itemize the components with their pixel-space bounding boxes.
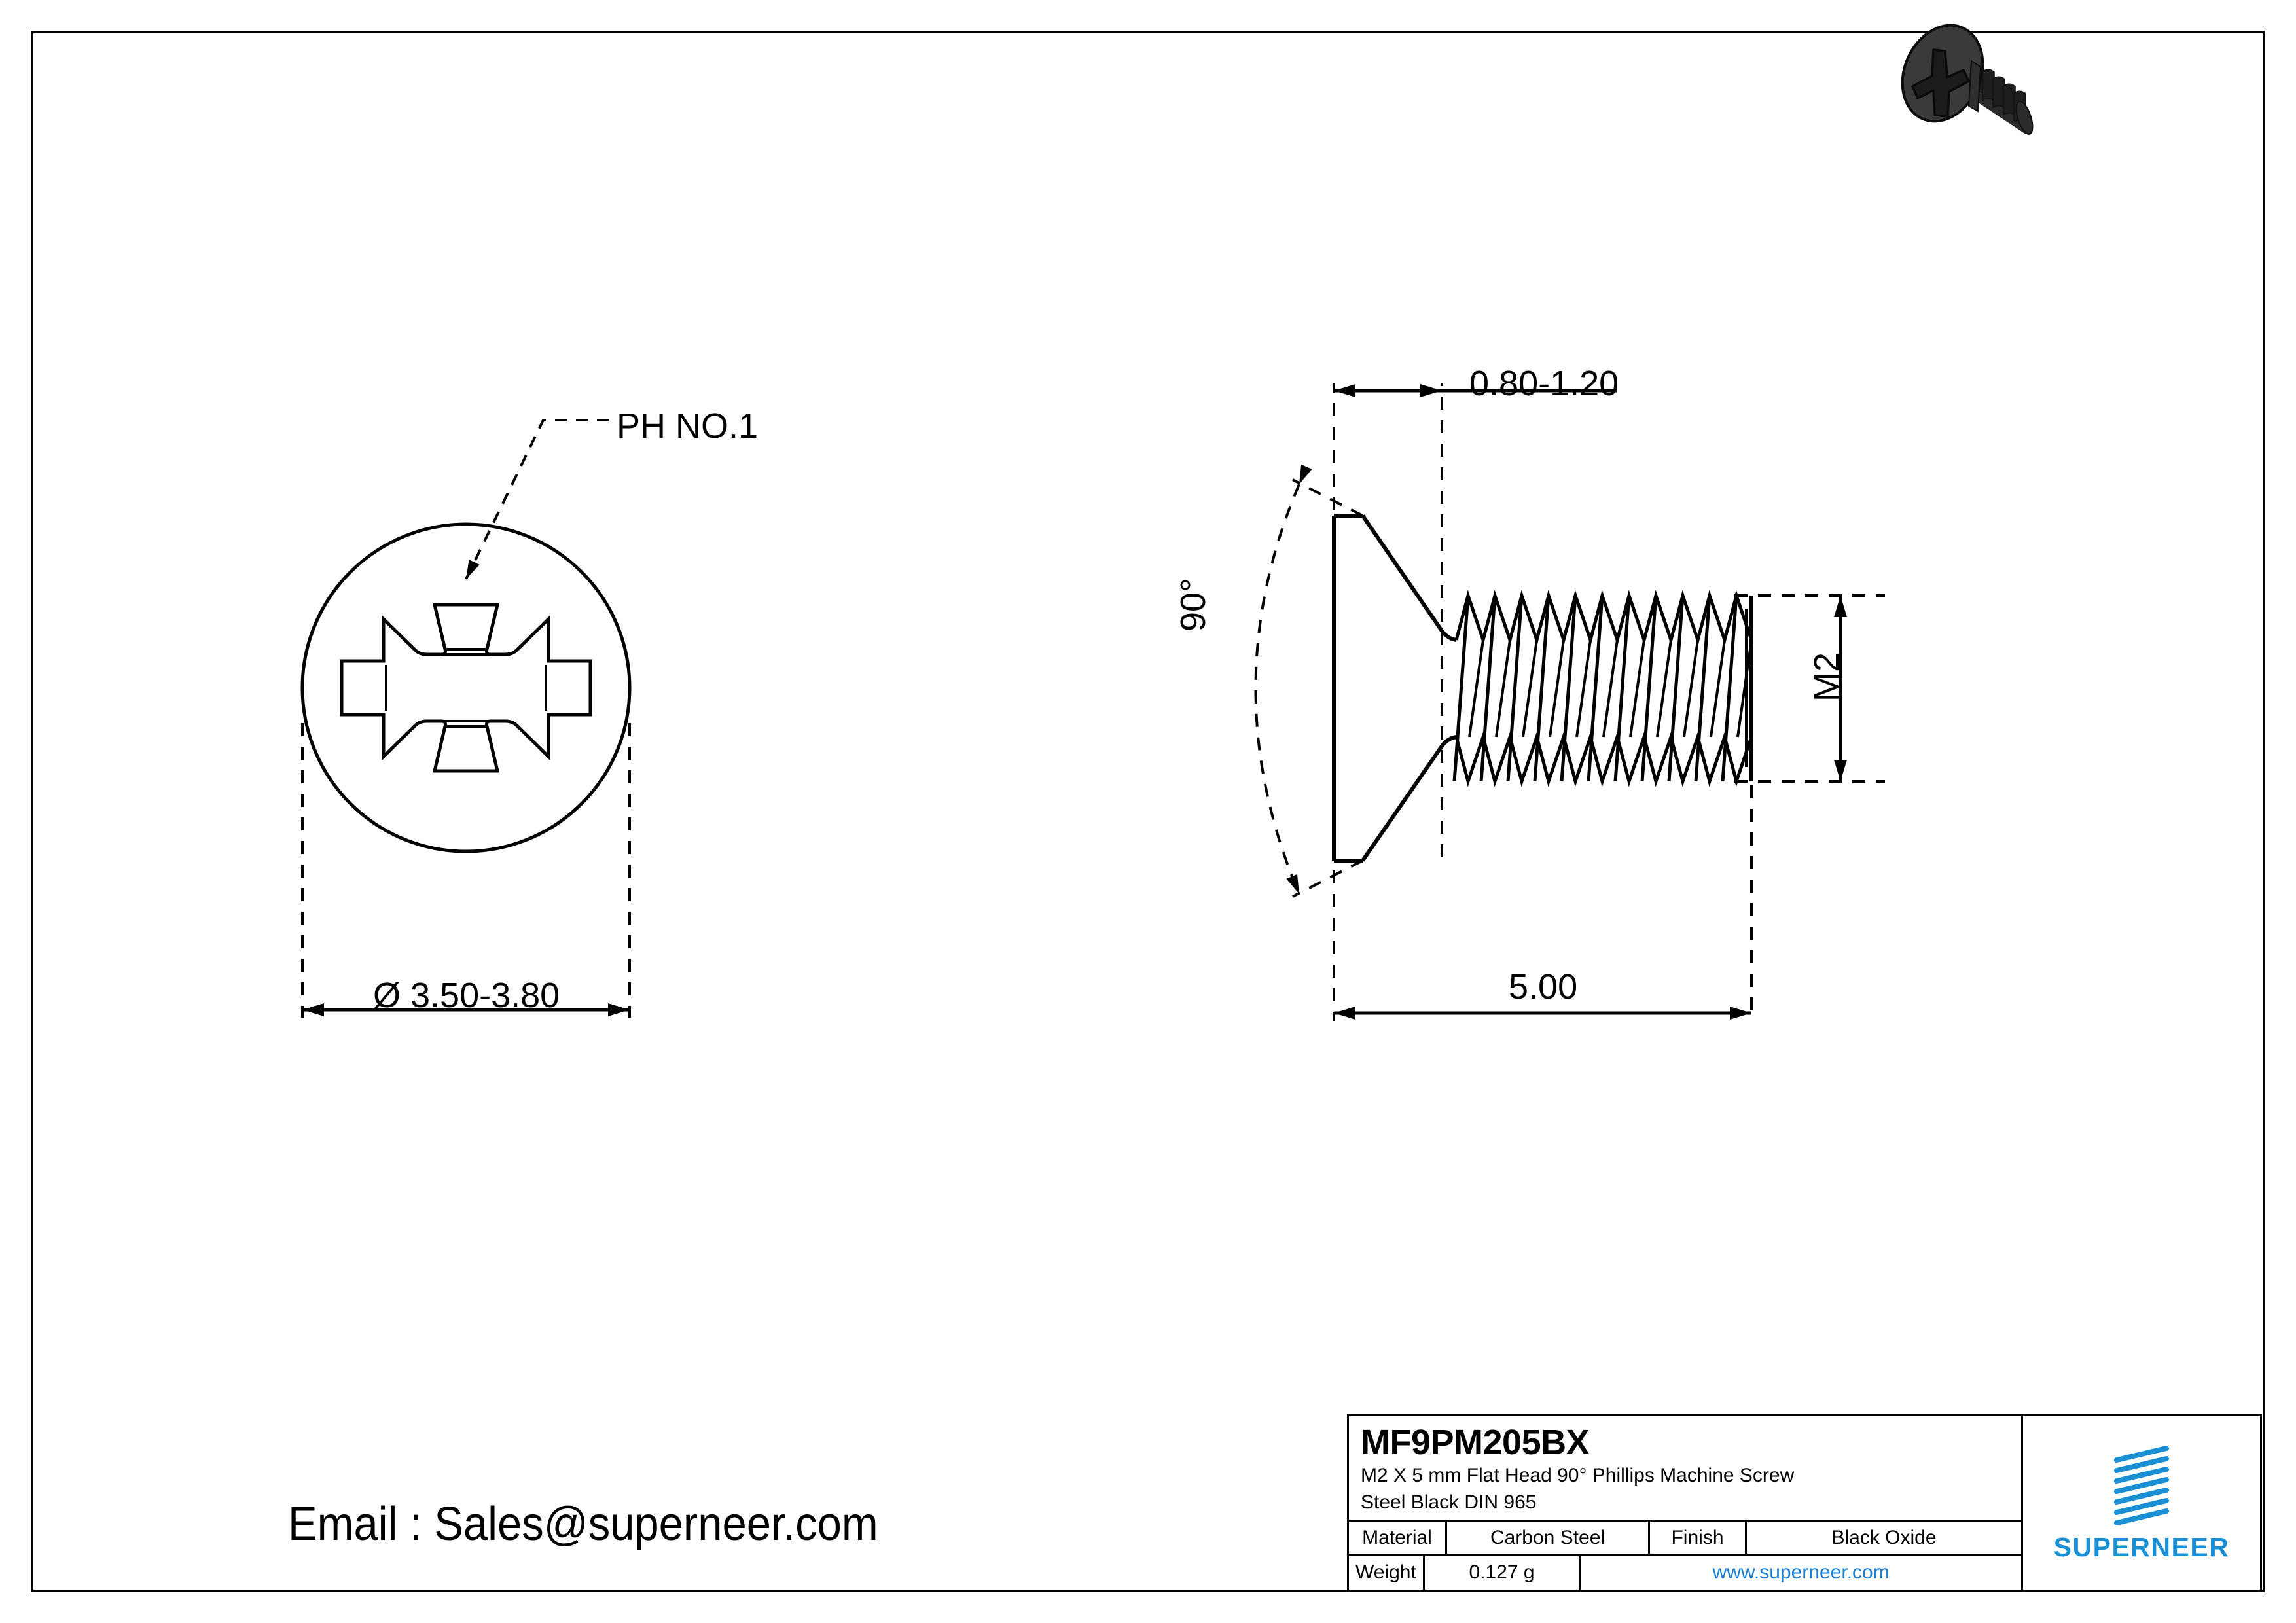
title-block: MF9PM205BX M2 X 5 mm Flat Head 90° Phill… — [1347, 1414, 2262, 1592]
overall-length-dimension — [1333, 785, 1753, 1021]
head-outline-circle — [300, 522, 632, 853]
thread-size-label: M2 — [1807, 652, 1846, 702]
top-view-group — [300, 522, 632, 853]
material-value: Carbon Steel — [1447, 1522, 1650, 1554]
thread-root-lines — [1468, 639, 1753, 738]
ph-callout-leader — [465, 419, 609, 580]
weight-value: 0.127 g — [1425, 1556, 1581, 1590]
title-block-info-column: MF9PM205BX M2 X 5 mm Flat Head 90° Phill… — [1349, 1416, 2023, 1590]
head-angle-label: 90° — [1174, 578, 1213, 632]
screw-3d-render — [1901, 24, 2034, 135]
thread-crest-bottom — [1454, 731, 1753, 787]
head-height-dimension — [1333, 383, 1617, 857]
part-number: MF9PM205BX — [1361, 1423, 1590, 1462]
website-link[interactable]: www.superneer.com — [1712, 1561, 1890, 1583]
side-view-group — [1332, 514, 1457, 863]
brand-name: SUPERNEER — [2053, 1531, 2230, 1562]
threaded-shank — [1452, 590, 1753, 787]
head-height-label: 0.80-1.20 — [1469, 364, 1619, 403]
head-taper-upper — [1361, 514, 1444, 632]
thread-flank-lines — [1452, 595, 1738, 782]
drive-callout-label: PH NO.1 — [617, 406, 759, 446]
finish-value: Black Oxide — [1831, 1526, 1937, 1548]
material-label: Material — [1349, 1522, 1447, 1554]
phillips-cross-shape — [340, 603, 592, 773]
head-taper-lower — [1361, 745, 1444, 862]
drawing-border-frame — [31, 31, 2265, 1592]
head-angle-dimension — [1254, 464, 1363, 898]
superneer-logo-icon — [2114, 1445, 2169, 1525]
overall-length-label: 5.00 — [1509, 967, 1578, 1007]
head-shank-fillet-bottom — [1440, 735, 1457, 747]
head-diameter-dimension — [301, 723, 631, 1018]
phillips-center-square — [385, 653, 547, 722]
description-line-1: M2 X 5 mm Flat Head 90° Phillips Machine… — [1361, 1465, 1795, 1487]
phillips-tip-flats — [445, 648, 487, 728]
weight-label: Weight — [1349, 1556, 1425, 1590]
title-block-description-area: MF9PM205BX M2 X 5 mm Flat Head 90° Phill… — [1349, 1416, 2021, 1522]
brand-logo-panel: SUPERNEER — [2023, 1416, 2260, 1590]
thread-diameter-dimension — [1734, 594, 1885, 783]
screw-3d-phillips-recess — [1911, 48, 1970, 118]
email-contact-label: Email : Sales@superneer.com — [288, 1498, 878, 1550]
description-line-2: Steel Black DIN 965 — [1361, 1491, 1537, 1514]
material-finish-row: Material Carbon Steel Finish Black Oxide — [1349, 1522, 2021, 1556]
head-shank-fillet-top — [1440, 630, 1457, 642]
finish-label: Finish — [1650, 1522, 1747, 1554]
weight-website-row: Weight 0.127 g www.superneer.com — [1349, 1556, 2021, 1590]
head-diameter-label: Ø 3.50-3.80 — [373, 976, 560, 1015]
